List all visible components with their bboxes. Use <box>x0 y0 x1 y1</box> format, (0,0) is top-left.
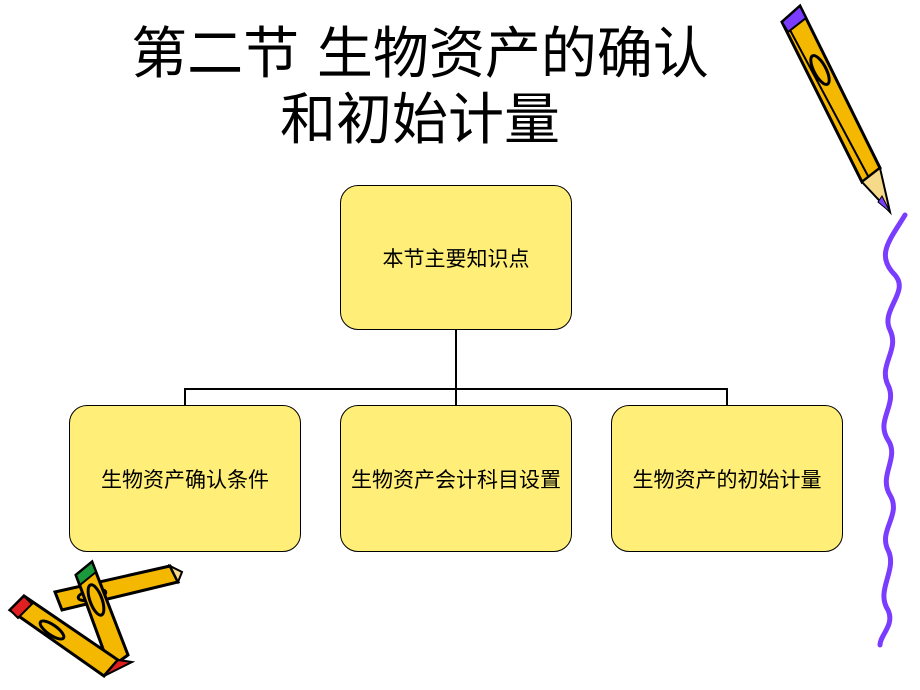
connector-child-1 <box>184 388 186 405</box>
child-node-label: 生物资产确认条件 <box>101 467 269 492</box>
pencil-icon <box>74 559 130 671</box>
slide-title: 第二节 生物资产的确认 和初始计量 <box>60 22 780 154</box>
child-node-label: 生物资产会计科目设置 <box>351 467 561 492</box>
pencil-icon <box>52 563 184 612</box>
child-node-accounts: 生物资产会计科目设置 <box>340 405 572 552</box>
pencil-icon <box>780 3 892 216</box>
root-node: 本节主要知识点 <box>340 185 572 330</box>
connector-child-3 <box>726 388 728 405</box>
slide-title-line-1: 第二节 生物资产的确认 <box>131 22 709 87</box>
pencil-icon <box>7 594 136 679</box>
child-node-label: 生物资产的初始计量 <box>632 467 822 492</box>
slide-title-line-2: 和初始计量 <box>280 88 560 153</box>
squiggle-border <box>877 212 908 648</box>
connector-child-2 <box>455 388 457 405</box>
root-node-label: 本节主要知识点 <box>382 246 530 271</box>
connector-root-down <box>455 330 457 389</box>
child-node-recognition: 生物资产确认条件 <box>69 405 301 552</box>
child-node-measurement: 生物资产的初始计量 <box>611 405 843 552</box>
